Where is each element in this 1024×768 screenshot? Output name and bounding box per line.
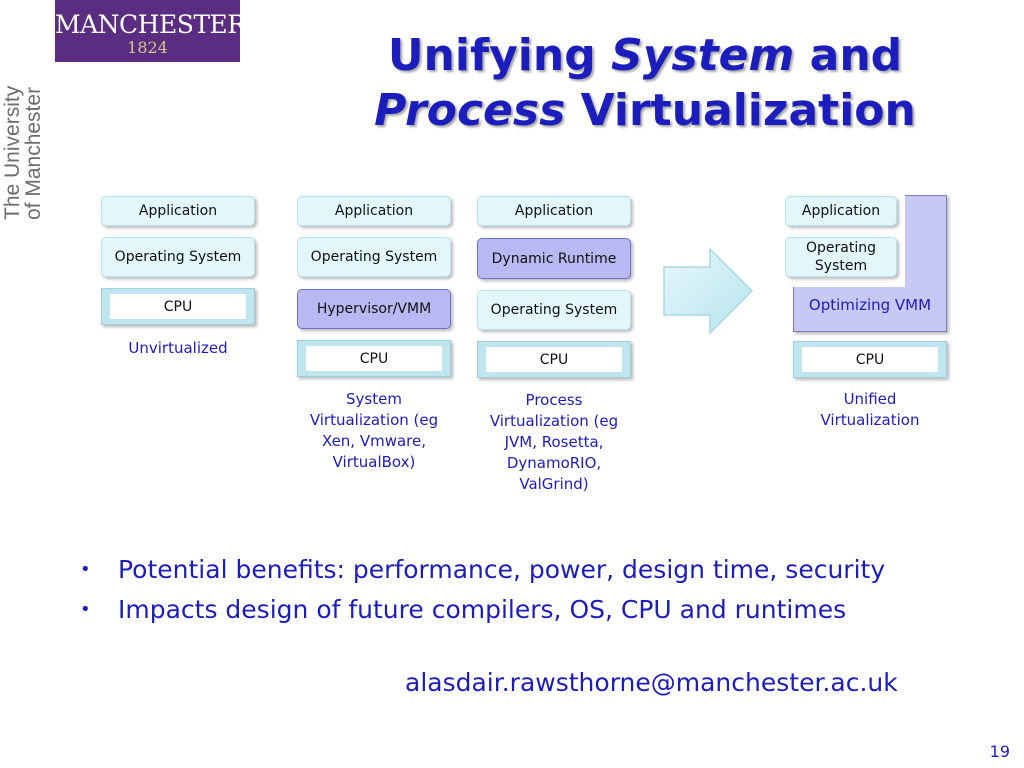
- title-italic-part: Process: [374, 85, 566, 136]
- process-caption: Process Virtualization (eg JVM, Rosetta,…: [489, 391, 619, 493]
- unvirt-os-box: Operating System: [101, 237, 255, 277]
- bullet-list: • Potential benefits: performance, power…: [80, 553, 960, 633]
- bullet-marker: •: [80, 599, 91, 620]
- university-line2: of Manchester: [22, 86, 45, 220]
- title-italic-part: System: [611, 30, 795, 81]
- cpu-label: CPU: [802, 347, 938, 372]
- unvirt-application-box: Application: [101, 196, 255, 226]
- unified-cpu-box: CPU: [793, 341, 947, 378]
- optimizing-vmm-label: Optimizing VMM: [808, 296, 932, 314]
- bullet-item: • Potential benefits: performance, power…: [80, 553, 960, 587]
- bullet-text: Impacts design of future compilers, OS, …: [118, 595, 847, 624]
- bullet-text: Potential benefits: performance, power, …: [118, 555, 886, 584]
- page-number: 19: [989, 742, 1010, 761]
- cpu-label: CPU: [306, 346, 442, 371]
- system-cpu-box: CPU: [297, 340, 451, 377]
- university-logo: MANCHESTER 1824: [55, 0, 246, 62]
- title-part: Unifying: [387, 30, 612, 81]
- unified-application-box: Application: [785, 196, 897, 226]
- unvirt-cpu-box: CPU: [101, 288, 255, 325]
- dynamic-runtime-box: Dynamic Runtime: [477, 238, 631, 279]
- logo-name: MANCHESTER: [55, 10, 246, 39]
- unvirt-caption: Unvirtualized: [128, 339, 228, 357]
- university-vertical-text: The University of Manchester: [1, 50, 45, 220]
- bullet-marker: •: [80, 559, 91, 580]
- slide-title: Unifying System and Process Virtualizati…: [300, 28, 990, 138]
- title-part: and: [794, 30, 903, 81]
- unified-os-box: Operating System: [785, 237, 897, 277]
- system-os-box: Operating System: [297, 237, 451, 277]
- cpu-label: CPU: [486, 347, 622, 372]
- system-application-box: Application: [297, 196, 451, 226]
- contact-email: alasdair.rawsthorne@manchester.ac.uk: [405, 668, 898, 697]
- unified-caption: Unified Virtualization: [820, 390, 920, 429]
- bullet-item: • Impacts design of future compilers, OS…: [80, 593, 960, 627]
- process-os-box: Operating System: [477, 290, 631, 330]
- university-line1: The University: [1, 85, 24, 220]
- right-arrow-icon: [663, 247, 754, 335]
- cpu-label: CPU: [110, 294, 246, 319]
- process-application-box: Application: [477, 196, 631, 226]
- hypervisor-box: Hypervisor/VMM: [297, 289, 451, 329]
- process-cpu-box: CPU: [477, 341, 631, 378]
- title-part: Virtualization: [565, 85, 916, 136]
- system-caption: System Virtualization (eg Xen, Vmware, V…: [309, 390, 439, 471]
- logo-year: 1824: [127, 38, 168, 57]
